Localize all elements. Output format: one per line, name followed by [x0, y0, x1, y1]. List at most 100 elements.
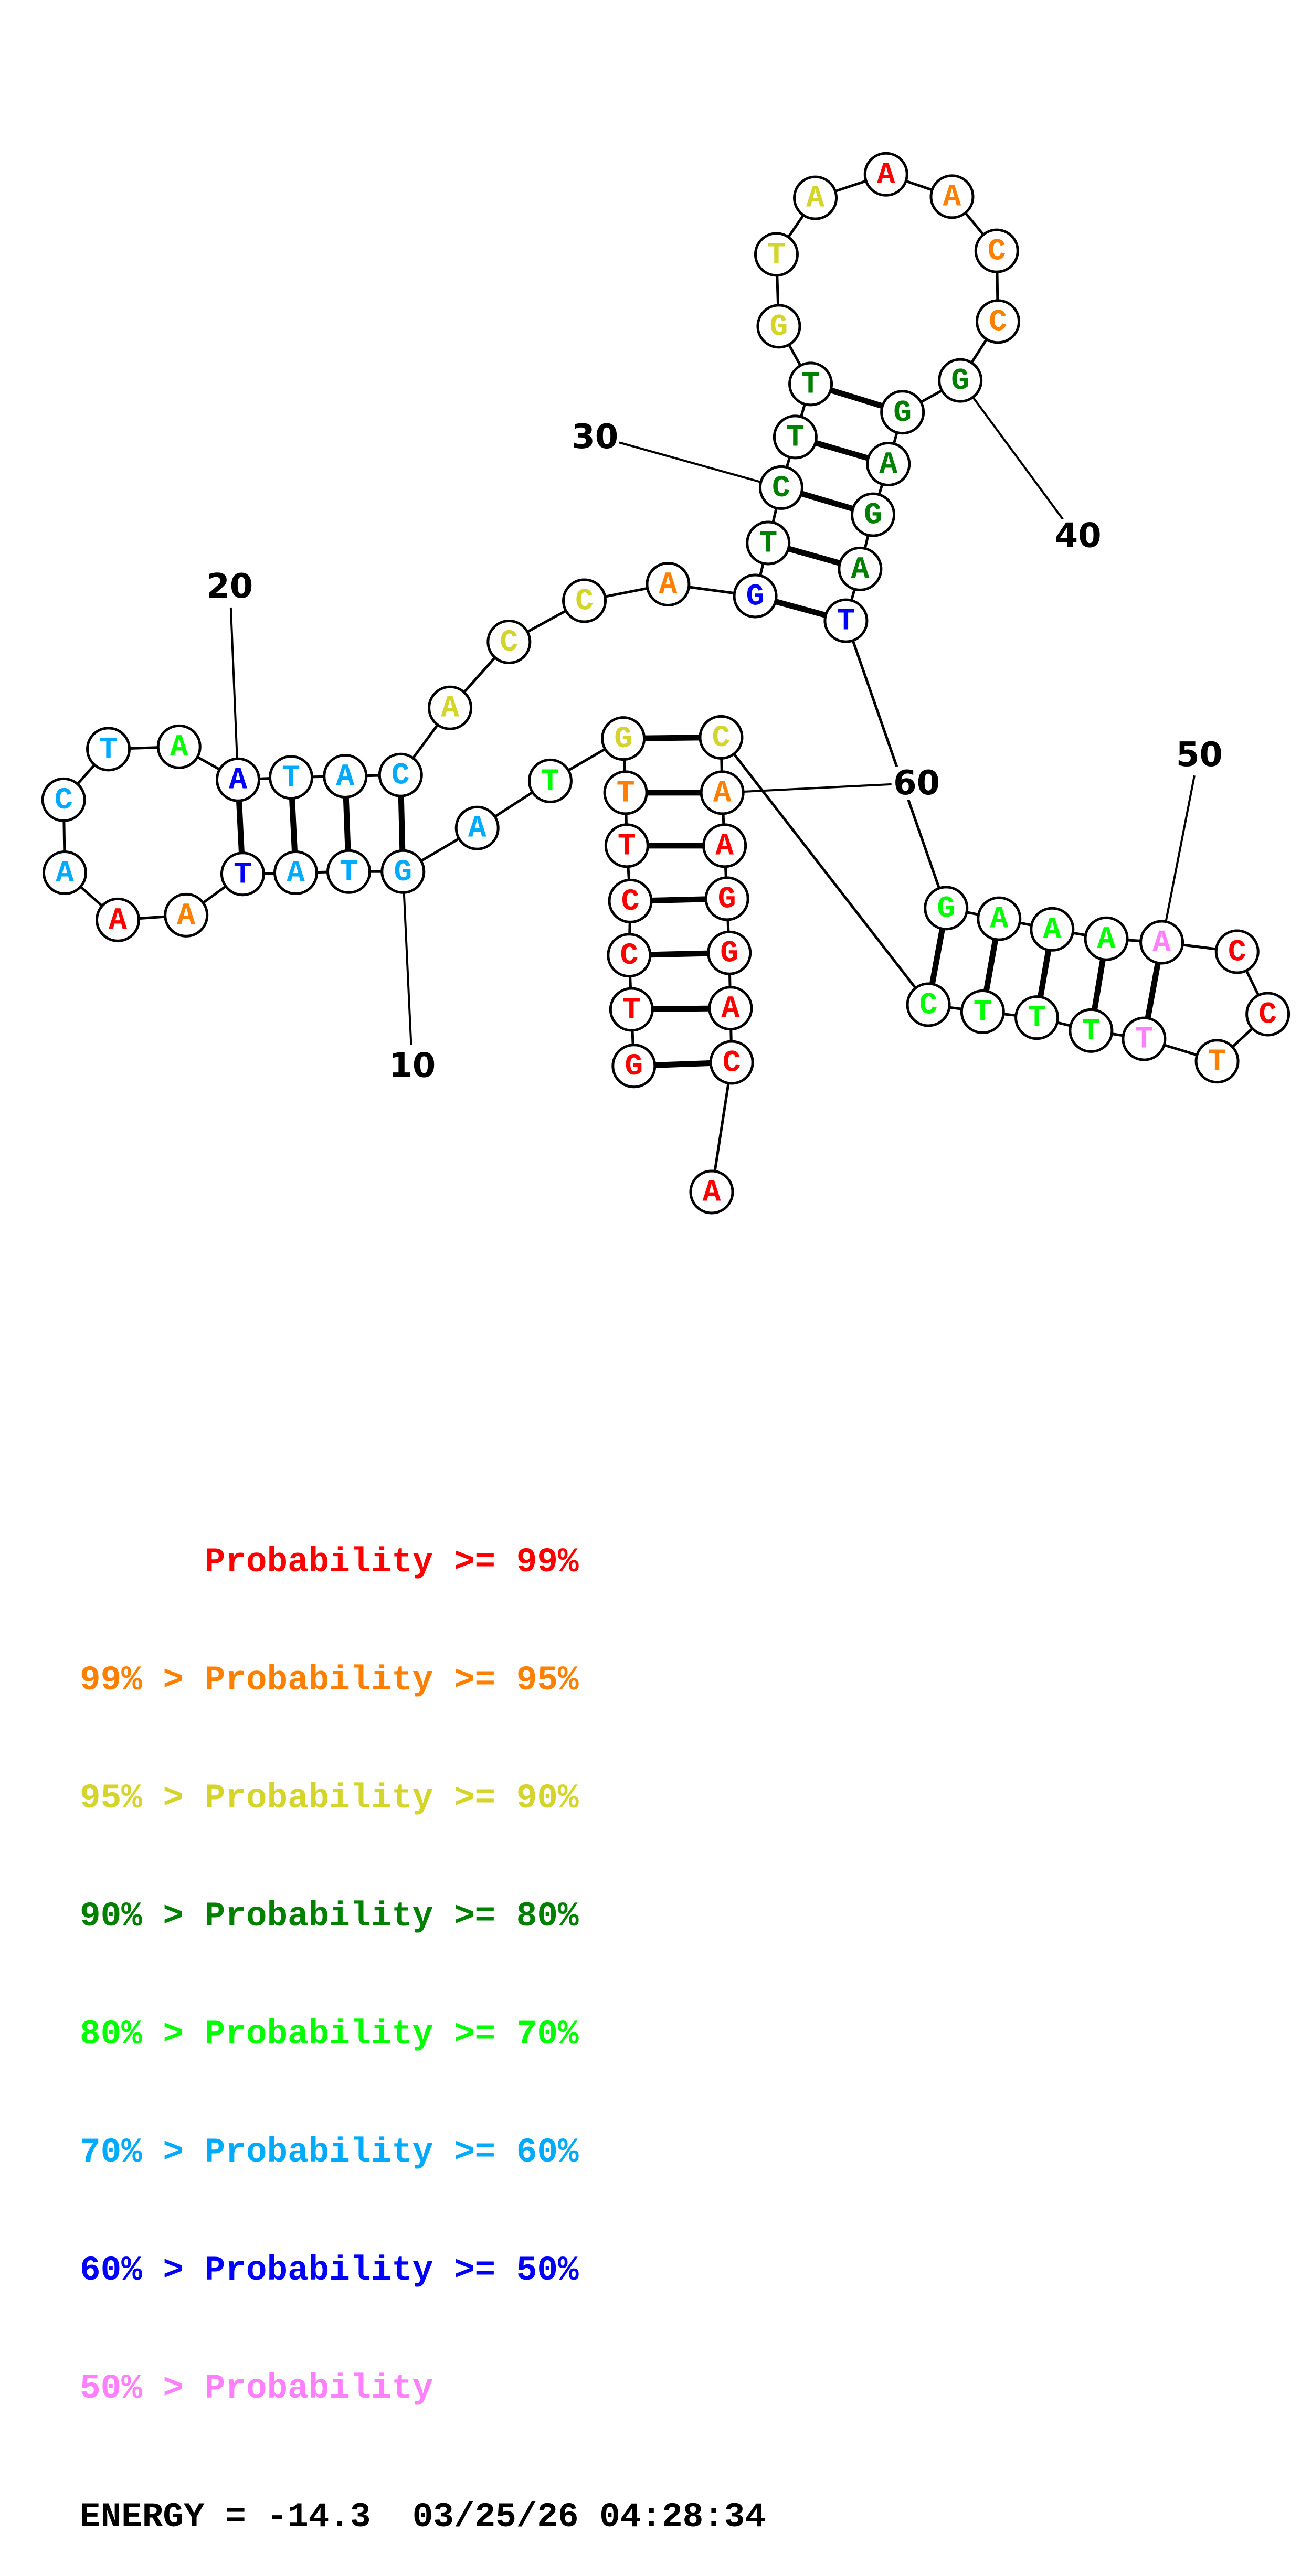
- nucleotide-circle: [1084, 916, 1129, 961]
- nucleotide-59: C: [699, 715, 744, 760]
- nucleotide-letter: G: [770, 310, 788, 344]
- nucleotide-2: T: [609, 987, 654, 1032]
- backbone-bond: [844, 620, 948, 909]
- nucleotide-47: A: [977, 896, 1022, 941]
- nucleotide-circle: [215, 757, 260, 802]
- nucleotide-letter: C: [1228, 935, 1246, 970]
- nucleotide-53: T: [1194, 1039, 1240, 1084]
- nucleotide-21: T: [269, 755, 314, 800]
- number-label-bg: [388, 1049, 437, 1083]
- nucleotide-letter: A: [441, 692, 459, 726]
- nucleotide-34: T: [754, 232, 799, 277]
- nucleotide-circle: [929, 174, 975, 219]
- nucleotide-letter: A: [990, 903, 1008, 937]
- nucleotide-66: A: [689, 1169, 734, 1215]
- nucleotide-letter: C: [772, 472, 790, 506]
- nucleotide-letter: T: [99, 733, 118, 767]
- nucleotide-letter: C: [712, 721, 731, 755]
- nucleotide-9: A: [454, 805, 500, 850]
- nucleotide-letter: A: [806, 182, 824, 216]
- nucleotide-50: A: [1139, 920, 1184, 965]
- nucleotide-circle: [326, 849, 372, 894]
- nucleotide-circle: [1194, 1039, 1240, 1084]
- nucleotide-letter: A: [170, 731, 188, 765]
- nucleotide-circle: [977, 896, 1022, 941]
- nucleotide-letter: T: [1082, 1015, 1100, 1049]
- nucleotide-circle: [42, 850, 87, 896]
- nucleotide-14: A: [164, 892, 209, 938]
- nucleotide-circle: [823, 598, 869, 643]
- nucleotide-57: T: [960, 989, 1005, 1034]
- number-leader-line: [403, 892, 412, 1045]
- nucleotide-circle: [86, 727, 131, 772]
- nucleotide-8: T: [527, 758, 573, 803]
- nucleotide-letter: G: [864, 499, 882, 533]
- nucleotide-letter: A: [659, 568, 678, 602]
- nucleotide-29: T: [746, 520, 791, 566]
- nucleotide-48: A: [1030, 907, 1075, 952]
- nucleotide-circle: [708, 986, 753, 1031]
- nucleotide-letter: G: [893, 396, 912, 430]
- number-label-50: 50: [1176, 736, 1223, 774]
- legend-row-90: 95% > Probability >= 90%: [80, 1779, 579, 1818]
- nucleotide-24: A: [428, 685, 473, 730]
- nucleotide-letter: T: [617, 776, 635, 811]
- nucleotide-letter: A: [703, 1176, 721, 1210]
- nucleotide-61: A: [702, 823, 747, 868]
- nucleotide-letter: G: [394, 856, 412, 890]
- number-label-bg: [1054, 519, 1103, 553]
- nucleotide-circle: [960, 989, 1005, 1034]
- nucleotide-circle: [611, 1044, 657, 1089]
- nucleotide-letter: T: [767, 238, 786, 272]
- number-label-60: 60: [893, 764, 940, 803]
- nucleotide-circle: [788, 361, 833, 407]
- nucleotide-circle: [323, 753, 368, 799]
- nucleotide-letter: A: [879, 448, 897, 482]
- nucleotide-18: T: [86, 727, 131, 772]
- nucleotide-circle: [689, 1169, 734, 1215]
- nucleotide-55: T: [1069, 1008, 1114, 1053]
- nucleotide-letter: A: [56, 857, 74, 891]
- number-label-bg: [570, 420, 619, 454]
- nucleotide-circle: [603, 770, 648, 815]
- number-label-10: 10: [389, 1047, 436, 1085]
- nucleotide-46: G: [924, 886, 969, 931]
- nucleotide-60: A: [700, 770, 745, 815]
- nucleotide-circle: [906, 982, 951, 1027]
- nucleotide-letter: C: [919, 988, 938, 1023]
- nucleotide-letter: A: [287, 857, 305, 891]
- number-label-bg: [205, 570, 254, 604]
- nucleotide-circle: [607, 933, 652, 978]
- number-label-30: 30: [572, 418, 618, 456]
- nucleotide-circle: [562, 578, 607, 623]
- nucleotide-circle: [1030, 907, 1075, 952]
- nucleotide-letter: T: [786, 421, 805, 455]
- number-label-20: 20: [206, 567, 253, 606]
- nucleotide-circle: [709, 1040, 754, 1085]
- number-label-bg: [892, 766, 941, 800]
- nucleotide-circle: [601, 716, 646, 761]
- nucleotide-circle: [604, 823, 649, 868]
- nucleotide-letter: C: [392, 759, 410, 793]
- nucleotide-circle: [838, 546, 883, 591]
- nucleotide-letter: A: [336, 760, 354, 794]
- nucleotide-letter: C: [621, 885, 640, 919]
- nucleotide-30: C: [758, 465, 803, 510]
- nucleotide-39: C: [976, 299, 1021, 344]
- nucleotide-circle: [380, 849, 426, 894]
- nucleotide-17: C: [41, 777, 86, 822]
- nucleotide-letter: A: [877, 158, 895, 193]
- nucleotide-25: C: [486, 620, 532, 665]
- nucleotide-circle: [164, 892, 209, 938]
- nucleotide-letter: A: [1152, 927, 1171, 961]
- number-label-40: 40: [1055, 516, 1102, 555]
- legend-row-70: 80% > Probability >= 70%: [80, 2015, 579, 2054]
- nucleotide-circle: [156, 724, 202, 769]
- nucleotide-40: G: [938, 358, 983, 403]
- nucleotide-5: T: [604, 823, 649, 868]
- nucleotide-28: G: [733, 573, 778, 619]
- nucleotide-10: G: [380, 849, 426, 894]
- nucleotide-circle: [428, 685, 473, 730]
- nucleotide-letter: T: [282, 761, 300, 795]
